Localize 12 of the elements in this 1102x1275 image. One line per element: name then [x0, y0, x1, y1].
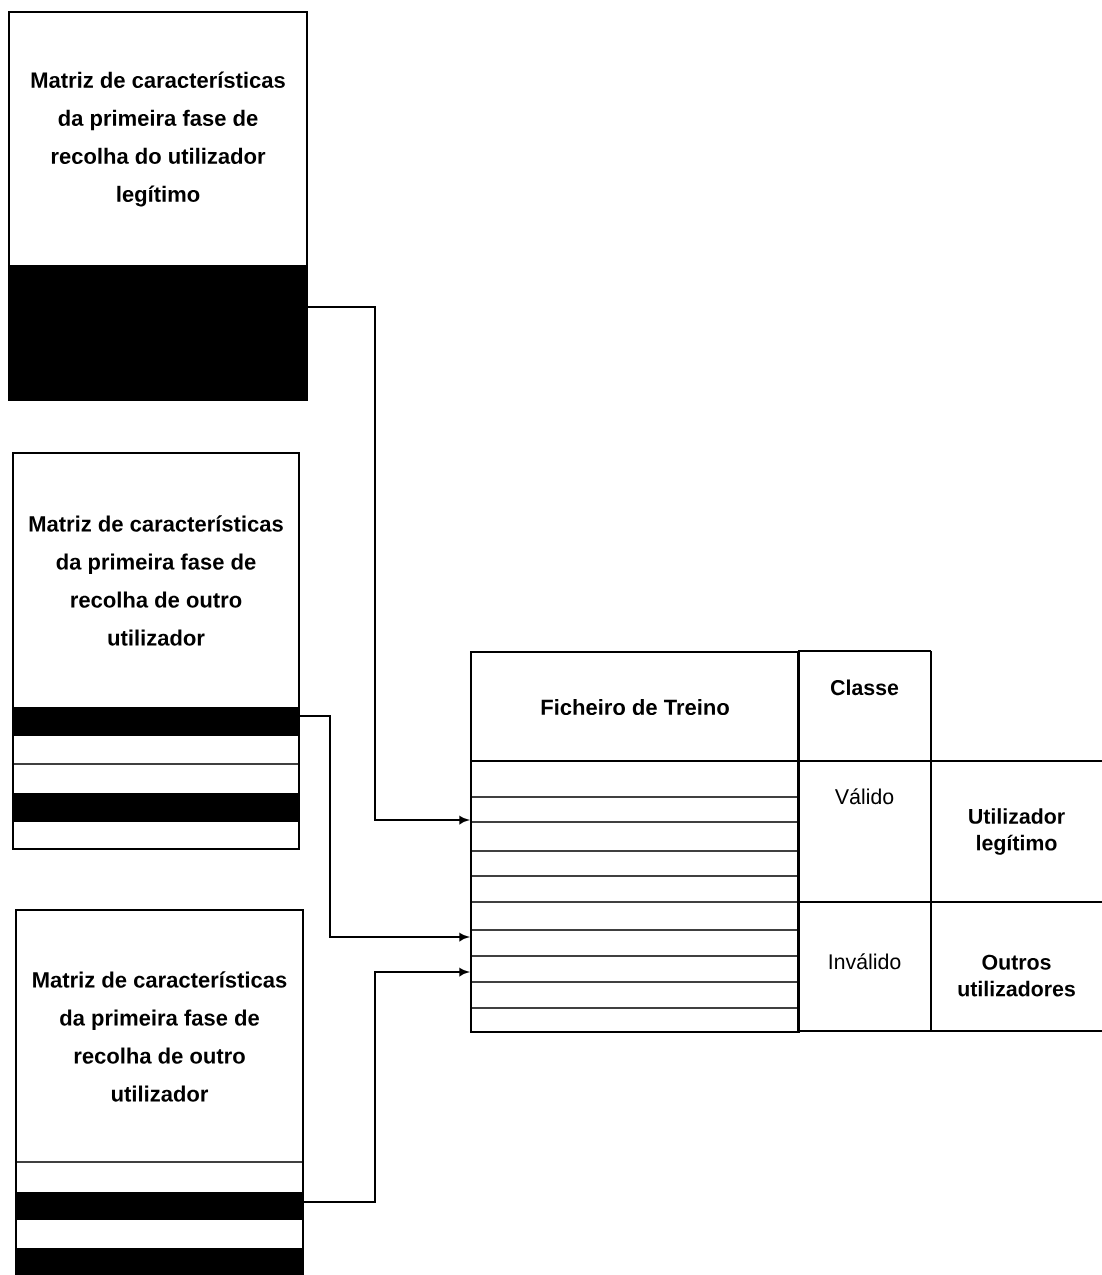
- table-cell: Classe: [797, 650, 932, 762]
- matrix-box: Matriz de características da primeira fase de recolha do utilizador legítimo: [8, 11, 308, 401]
- table-cell: Inválido: [797, 901, 932, 1032]
- table-cell: Válido: [797, 760, 932, 903]
- arrow: [307, 306, 468, 824]
- table-cell: Utilizador legítimo: [930, 760, 1102, 903]
- matrix-box: Matriz de características da primeira fase de recolha de outro utilizador: [14, 909, 304, 1275]
- table-cell: Outros utilizadores: [930, 901, 1102, 1032]
- arrow: [303, 968, 468, 1203]
- arrow: [299, 715, 468, 941]
- matrix-box: Matriz de características da primeira fase de recolha de outro utilizador: [11, 452, 300, 850]
- table-column: Ficheiro de Treino: [469, 651, 800, 1033]
